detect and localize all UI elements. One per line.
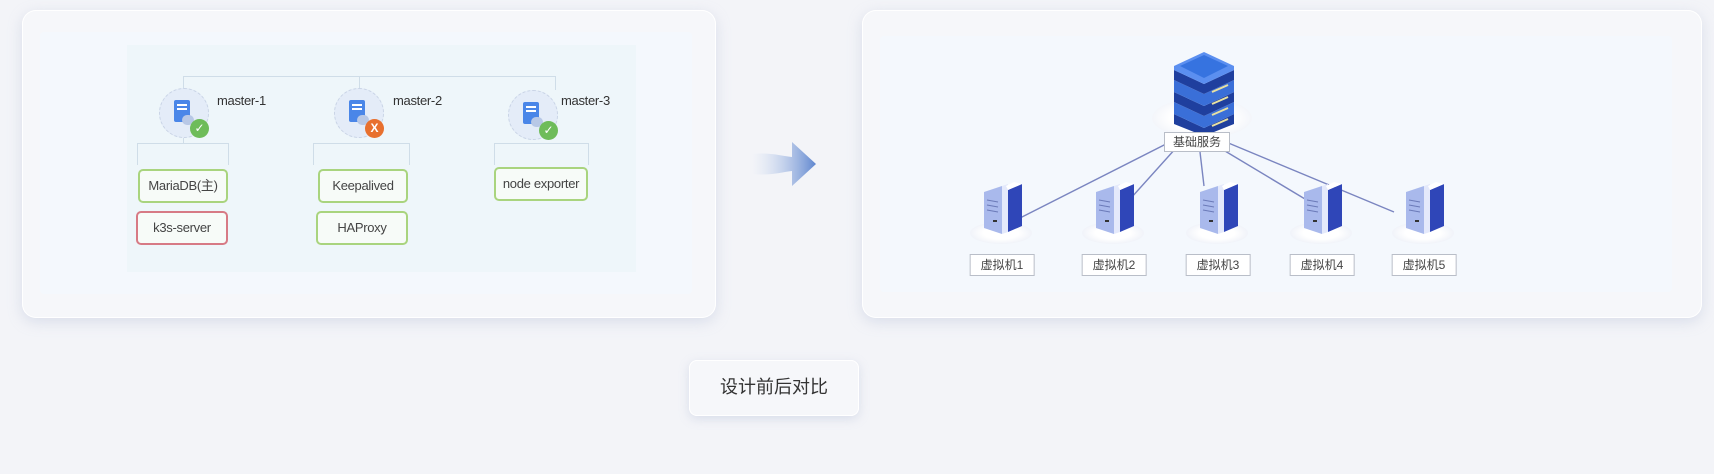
vm-label: 虚拟机3 xyxy=(1185,254,1251,276)
vm-server-icon xyxy=(984,182,1022,234)
service-box: Keepalived xyxy=(318,169,408,203)
vm-node: 虚拟机1 xyxy=(962,178,1042,278)
comparison-caption-button[interactable]: 设计前后对比 xyxy=(689,360,859,416)
before-design-card: ✓ master-1 MariaDB(主) k3s-server X maste… xyxy=(22,10,716,318)
vm-node: 虚拟机3 xyxy=(1178,178,1258,278)
service-box: MariaDB(主) xyxy=(138,169,228,203)
server-node-icon: X xyxy=(334,88,384,138)
vm-label: 虚拟机2 xyxy=(1081,254,1147,276)
connector-line xyxy=(494,143,588,144)
node-label-master-3: master-3 xyxy=(561,93,610,108)
service-box: HAProxy xyxy=(316,211,408,245)
connector-line xyxy=(183,133,184,143)
server-stack-icon xyxy=(1174,52,1234,136)
connector-line xyxy=(555,76,556,90)
before-topology-diagram: ✓ master-1 MariaDB(主) k3s-server X maste… xyxy=(127,45,636,272)
vm-server-icon xyxy=(1304,182,1342,234)
vm-node: 虚拟机5 xyxy=(1384,178,1464,278)
vm-server-icon xyxy=(1200,182,1238,234)
server-node-icon: ✓ xyxy=(159,88,209,138)
cloud-icon xyxy=(357,115,369,125)
connector-line xyxy=(409,143,410,165)
after-inner-panel: 基础服务 虚拟机1 xyxy=(880,36,1672,292)
cloud-icon xyxy=(182,115,194,125)
node-label-master-2: master-2 xyxy=(393,93,442,108)
vm-label: 虚拟机1 xyxy=(969,254,1035,276)
node-label-master-1: master-1 xyxy=(217,93,266,108)
connector-line xyxy=(137,143,138,165)
cloud-icon xyxy=(531,117,543,127)
vm-label: 虚拟机5 xyxy=(1391,254,1457,276)
connector-line xyxy=(313,143,314,165)
before-inner-panel: ✓ master-1 MariaDB(主) k3s-server X maste… xyxy=(40,32,692,294)
connector-line xyxy=(313,143,409,144)
status-ok-icon: ✓ xyxy=(190,119,209,138)
vm-server-icon xyxy=(1096,182,1134,234)
vm-node: 虚拟机4 xyxy=(1282,178,1362,278)
after-design-card: 基础服务 虚拟机1 xyxy=(862,10,1702,318)
status-ok-icon: ✓ xyxy=(539,121,558,140)
service-box: node exporter xyxy=(494,167,588,201)
connector-line xyxy=(588,143,589,165)
hub-label: 基础服务 xyxy=(1164,132,1231,152)
connector-line xyxy=(137,143,229,144)
service-box-error: k3s-server xyxy=(136,211,228,245)
after-topology-diagram: 基础服务 虚拟机1 xyxy=(880,36,1672,292)
connector-line xyxy=(183,76,555,77)
connector-line xyxy=(183,76,184,90)
vm-server-icon xyxy=(1406,182,1444,234)
vm-label: 虚拟机4 xyxy=(1289,254,1355,276)
vm-node: 虚拟机2 xyxy=(1074,178,1154,278)
arrow-right-icon xyxy=(752,142,816,186)
connector-line xyxy=(228,143,229,165)
connector-line xyxy=(359,76,360,90)
connector-line xyxy=(494,143,495,165)
status-error-icon: X xyxy=(365,119,384,138)
server-node-icon: ✓ xyxy=(508,90,558,140)
